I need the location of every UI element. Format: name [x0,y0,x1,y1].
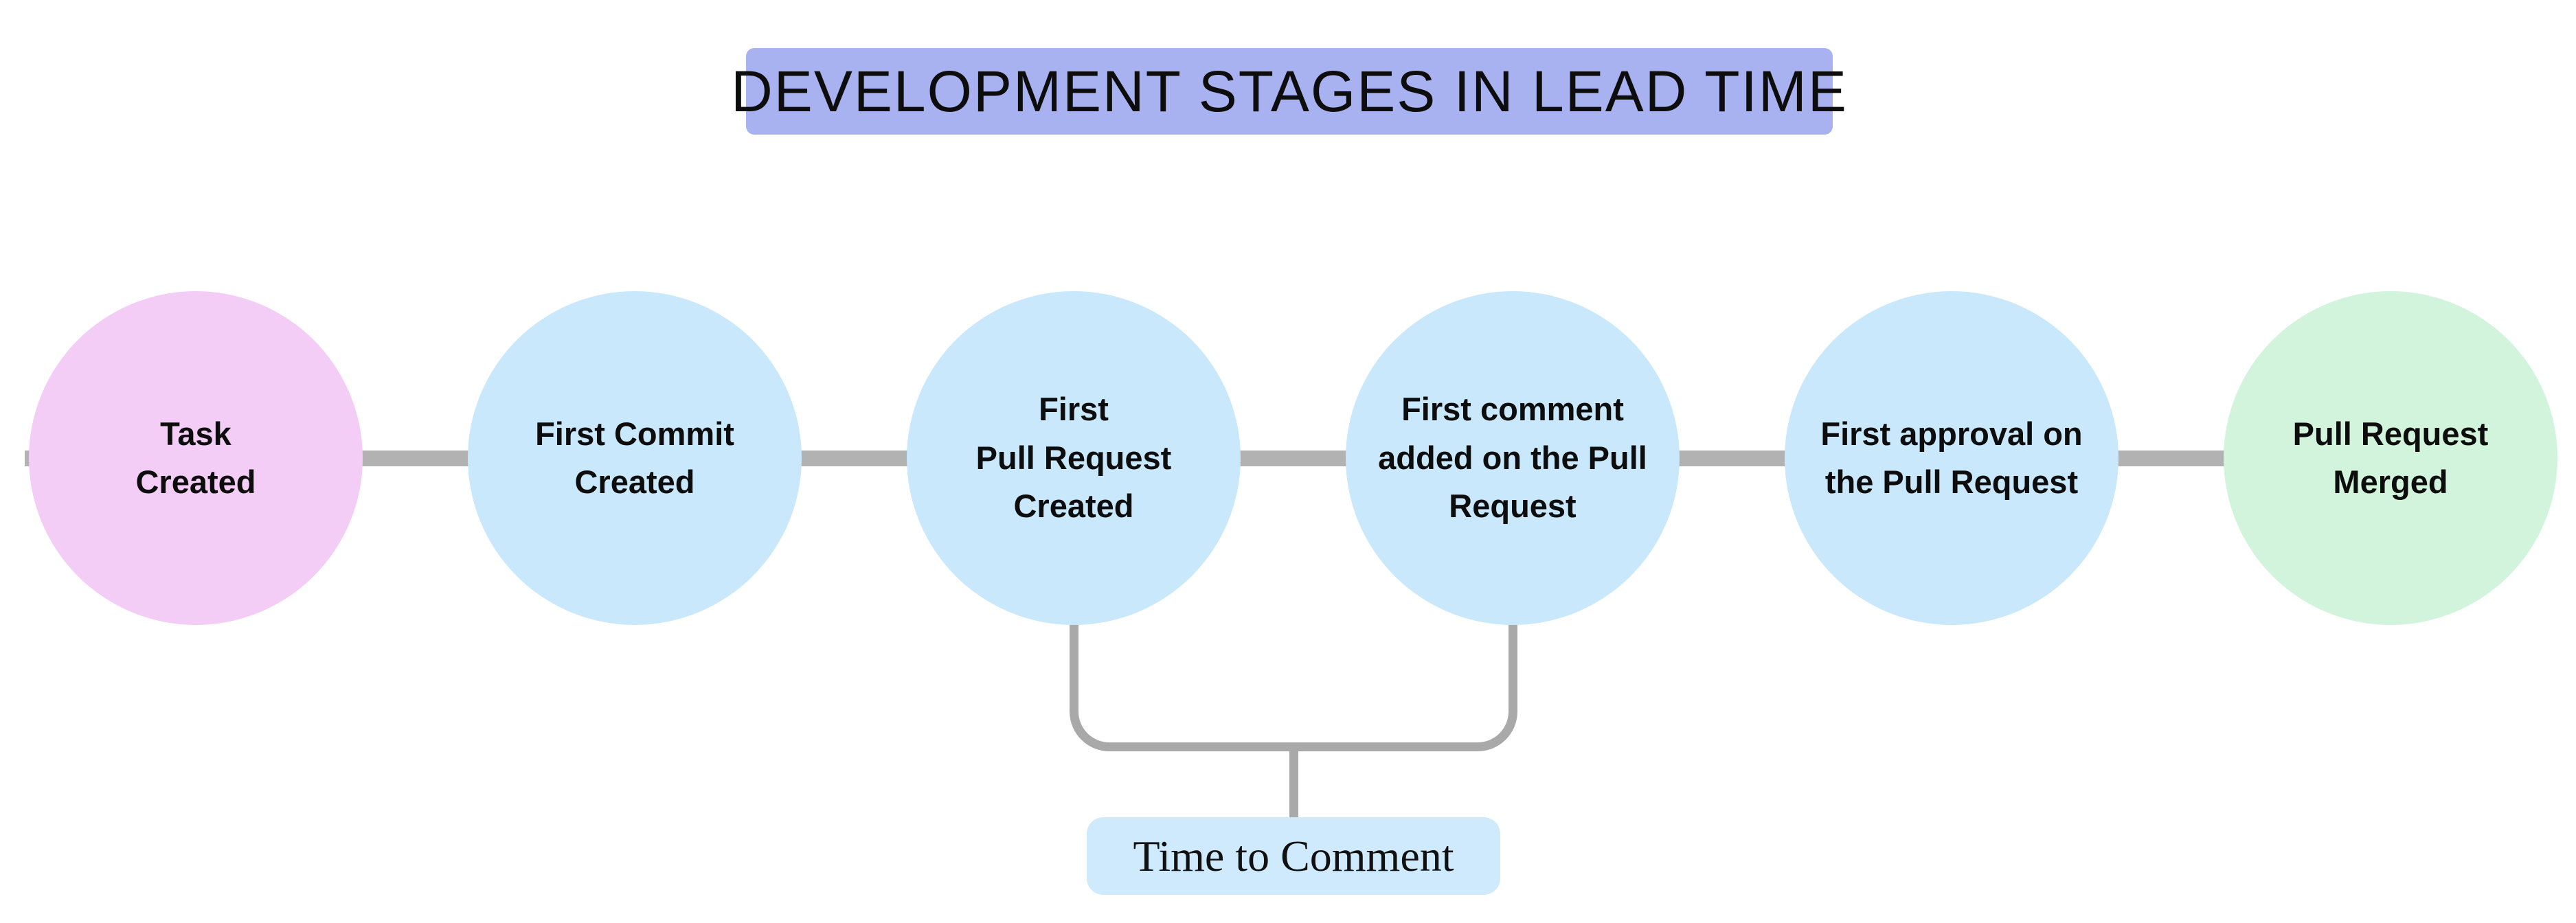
stage-circle-first-pull-request-created: First Pull Request Created [907,291,1241,625]
title-banner: DEVELOPMENT STAGES IN LEAD TIME [731,48,1846,135]
time-to-comment-label: Time to Comment [1133,831,1454,880]
stage-circle-pull-request-merged: Pull Request Merged [2224,291,2557,625]
page-title: DEVELOPMENT STAGES IN LEAD TIME [731,58,1848,124]
stage-label: Task Created [135,415,256,501]
stage-label: First comment added on the Pull Request [1378,391,1647,525]
bracket-stem-line [1289,747,1298,817]
stage-label: Pull Request Merged [2292,415,2489,501]
stage-circle-task-created: Task Created [29,291,363,625]
stage-circle-first-commit-created: First Commit Created [468,291,802,625]
stage-circle-first-comment-added: First comment added on the Pull Request [1346,291,1680,625]
stage-label: First Commit Created [535,415,734,501]
stage-label: First Pull Request Created [975,391,1172,525]
time-to-comment-bracket [1070,615,1517,751]
stage-label: First approval on the Pull Request [1820,415,2083,501]
time-to-comment-label-box: Time to Comment [1087,817,1500,895]
stage-circle-first-approval: First approval on the Pull Request [1785,291,2119,625]
